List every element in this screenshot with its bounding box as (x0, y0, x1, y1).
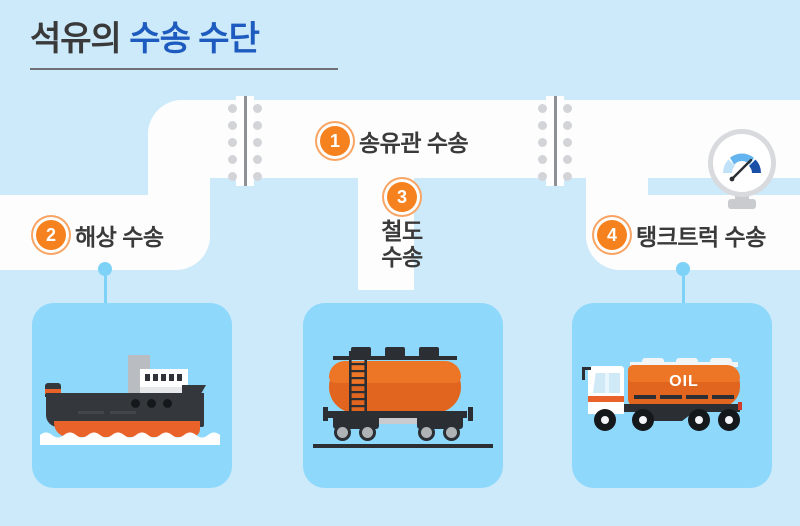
pressure-gauge-icon (706, 129, 778, 217)
connector-item-2 (98, 262, 112, 322)
item-3-label-row[interactable]: 3 철도 수송 (362, 182, 442, 271)
connector-dot-icon (676, 262, 690, 276)
item-1-label: 송유관 수송 (359, 130, 469, 156)
illustration-card-ship[interactable] (32, 303, 232, 488)
item-3-badge: 3 (387, 182, 417, 212)
pipe-flange-joint-right (538, 96, 572, 186)
connector-item-4 (676, 262, 690, 322)
pipe-right-arm-fill (648, 195, 800, 270)
item-1-label-row[interactable]: 1 송유관 수송 (320, 124, 469, 158)
item-3-label-line1: 철도 (381, 218, 423, 244)
page-title-blue: 수송 수단 (129, 20, 260, 58)
page-title-dark: 석유의 (30, 20, 122, 58)
illustration-card-train[interactable] (303, 303, 503, 488)
item-2-label: 해상 수송 (75, 224, 164, 250)
item-2-badge: 2 (36, 220, 66, 250)
item-1-badge: 1 (320, 126, 350, 156)
item-4-label-row[interactable]: 4 탱크트럭 수송 (597, 218, 766, 252)
pipe-left-arm-fill (0, 195, 160, 270)
item-4-badge: 4 (597, 220, 627, 250)
item-2-label-row[interactable]: 2 해상 수송 (36, 218, 164, 252)
train-tank-car-icon (303, 303, 503, 488)
truck-tank-text: OIL (669, 373, 699, 390)
connector-dot-icon (98, 262, 112, 276)
ship-icon (32, 303, 232, 488)
illustration-card-truck[interactable]: OIL (572, 303, 772, 488)
pipe-flange-joint-left (228, 96, 262, 186)
page-title: 석유의 수송 수단 (30, 20, 260, 58)
title-underline (30, 68, 338, 70)
item-4-label: 탱크트럭 수송 (636, 224, 766, 250)
ladder-icon (349, 351, 367, 413)
water-waves-icon (40, 432, 220, 445)
tank-truck-icon: OIL (572, 303, 772, 488)
item-3-label-line2: 수송 (381, 244, 423, 271)
